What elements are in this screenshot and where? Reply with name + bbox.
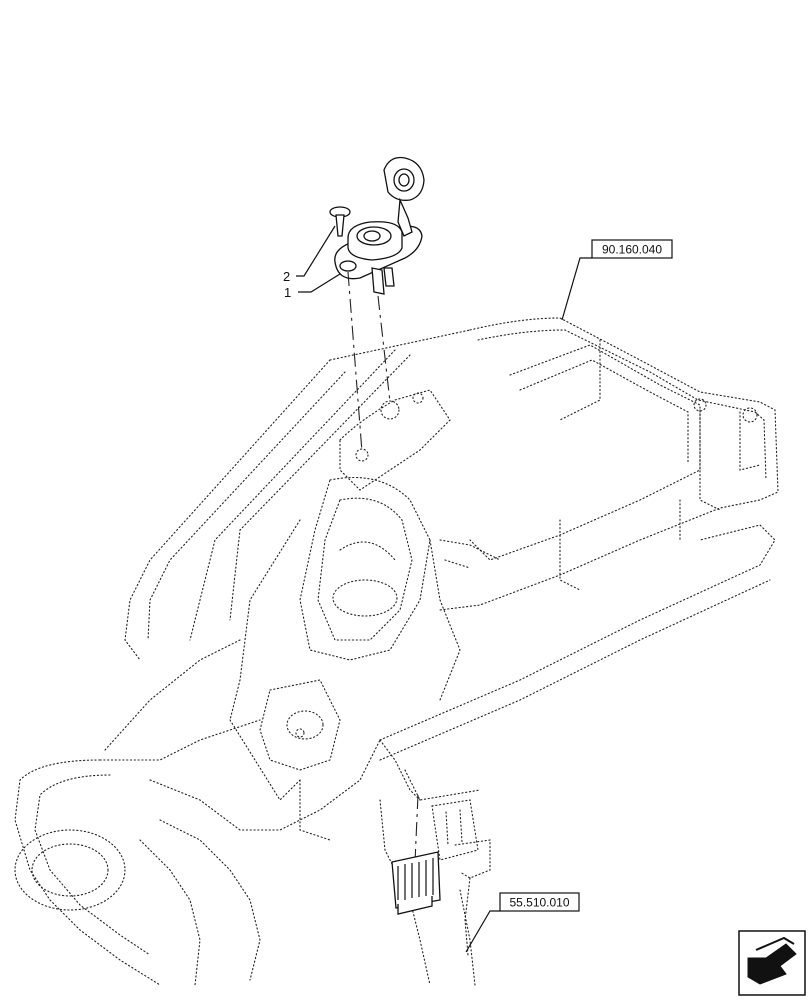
- assembly-lines: [347, 271, 419, 863]
- callout-1: 1: [284, 273, 341, 300]
- console-frame: [14, 317, 779, 986]
- reference-harness[interactable]: 55.510.010: [465, 892, 580, 953]
- callout-2: 2: [283, 225, 336, 284]
- reference-harness-label: 55.510.010: [509, 896, 569, 910]
- power-socket-part: [334, 156, 425, 295]
- reference-frame[interactable]: 90.160.040: [561, 239, 673, 321]
- screw-part: [329, 206, 351, 237]
- harness-connector: [391, 799, 491, 956]
- callout-2-label: 2: [283, 269, 290, 284]
- callout-1-label: 1: [284, 285, 291, 300]
- reference-frame-label: 90.160.040: [602, 243, 662, 257]
- previous-page-arrow-icon[interactable]: [738, 930, 806, 996]
